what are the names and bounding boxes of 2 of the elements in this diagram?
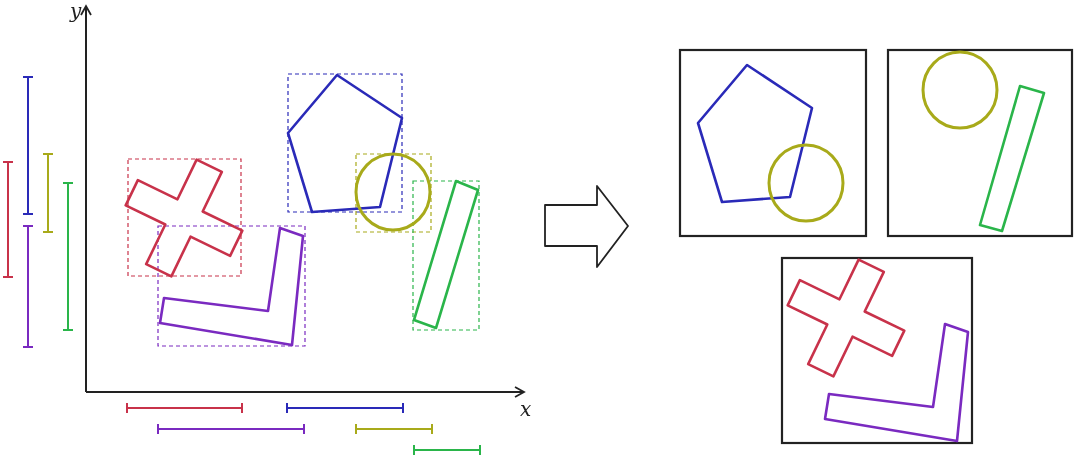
axis-label: x xyxy=(520,397,532,421)
axis-label: y xyxy=(70,0,82,23)
